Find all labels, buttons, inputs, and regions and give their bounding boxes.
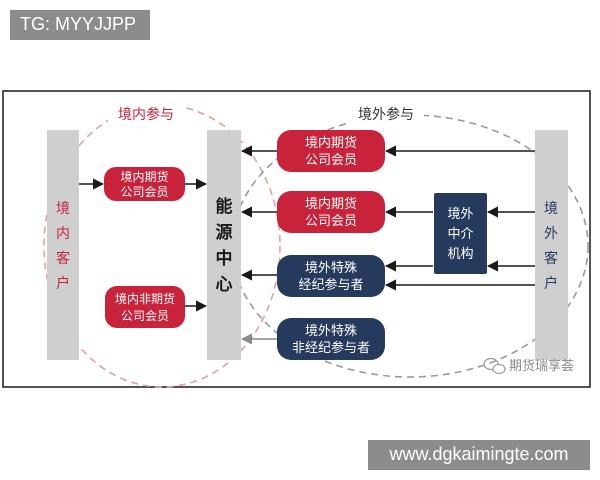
svg-text:境内期货: 境内期货 xyxy=(120,169,168,184)
domestic-client-text: 境 内 客 户 xyxy=(56,201,70,292)
svg-text:境内非期货: 境内非期货 xyxy=(115,291,175,306)
flow-arrows xyxy=(79,145,535,312)
domestic-client-bar xyxy=(47,130,79,360)
domestic-non-futures-member-box: 境内非期货 公司会员 xyxy=(105,286,185,328)
svg-text:心: 心 xyxy=(216,275,233,295)
svg-text:境外特殊: 境外特殊 xyxy=(305,261,357,276)
svg-text:客: 客 xyxy=(544,250,558,267)
energy-center-text: 能 源 中 心 xyxy=(216,196,233,295)
svg-text:境: 境 xyxy=(56,201,70,217)
svg-text:经纪参与者: 经纪参与者 xyxy=(298,277,363,293)
wechat-icon xyxy=(483,357,506,375)
svg-text:内: 内 xyxy=(56,226,70,242)
svg-text:公司会员: 公司会员 xyxy=(120,185,168,199)
domestic-participation-label: 境内参与 xyxy=(118,106,174,123)
svg-text:公司会员: 公司会员 xyxy=(305,214,357,229)
svg-text:境外特殊: 境外特殊 xyxy=(305,324,357,339)
svg-text:境内期货: 境内期货 xyxy=(305,135,357,151)
bottom-watermark-label: www.dgkaimingte.com xyxy=(368,440,590,470)
foreign-label-bg xyxy=(348,103,424,123)
special-non-broker-box: 境外特殊 非经纪参与者 xyxy=(277,318,385,360)
svg-text:户: 户 xyxy=(56,275,70,292)
svg-text:境外: 境外 xyxy=(447,207,473,222)
svg-text:公司会员: 公司会员 xyxy=(121,309,169,323)
foreign-client-text: 境 外 客 户 xyxy=(544,201,558,292)
domestic-label-bg xyxy=(108,103,184,123)
watermark-group: 期货瑞享荟 xyxy=(483,357,574,375)
svg-text:客: 客 xyxy=(56,250,70,267)
svg-text:源: 源 xyxy=(216,222,233,243)
domestic-participation-ellipse xyxy=(43,104,281,388)
svg-text:能: 能 xyxy=(216,196,233,217)
svg-text:中介: 中介 xyxy=(447,227,473,242)
domestic-futures-member-box-2: 境内期货 公司会员 xyxy=(277,191,385,233)
svg-text:非经纪参与者: 非经纪参与者 xyxy=(292,340,370,356)
foreign-participation-label: 境外参与 xyxy=(358,106,414,123)
domestic-futures-member-left-box: 境内期货 公司会员 xyxy=(104,167,185,201)
special-broker-box: 境外特殊 经纪参与者 xyxy=(277,255,385,297)
svg-text:境内期货: 境内期货 xyxy=(305,196,357,212)
domestic-futures-member-box-1: 境内期货 公司会员 xyxy=(277,130,385,172)
svg-text:外: 外 xyxy=(544,226,558,242)
energy-center-bar xyxy=(207,130,241,360)
svg-text:中: 中 xyxy=(216,248,233,269)
foreign-client-bar xyxy=(535,130,568,360)
svg-text:公司会员: 公司会员 xyxy=(305,153,357,168)
foreign-participation-ellipse xyxy=(231,114,589,378)
svg-text:境: 境 xyxy=(544,201,558,217)
foreign-intermediary-box: 境外 中介 机构 xyxy=(434,193,487,274)
top-watermark-label: TG: MYYJJPP xyxy=(10,10,150,40)
svg-text:户: 户 xyxy=(544,275,558,292)
watermark-text: 期货瑞享荟 xyxy=(509,358,574,374)
svg-text:机构: 机构 xyxy=(447,247,473,262)
